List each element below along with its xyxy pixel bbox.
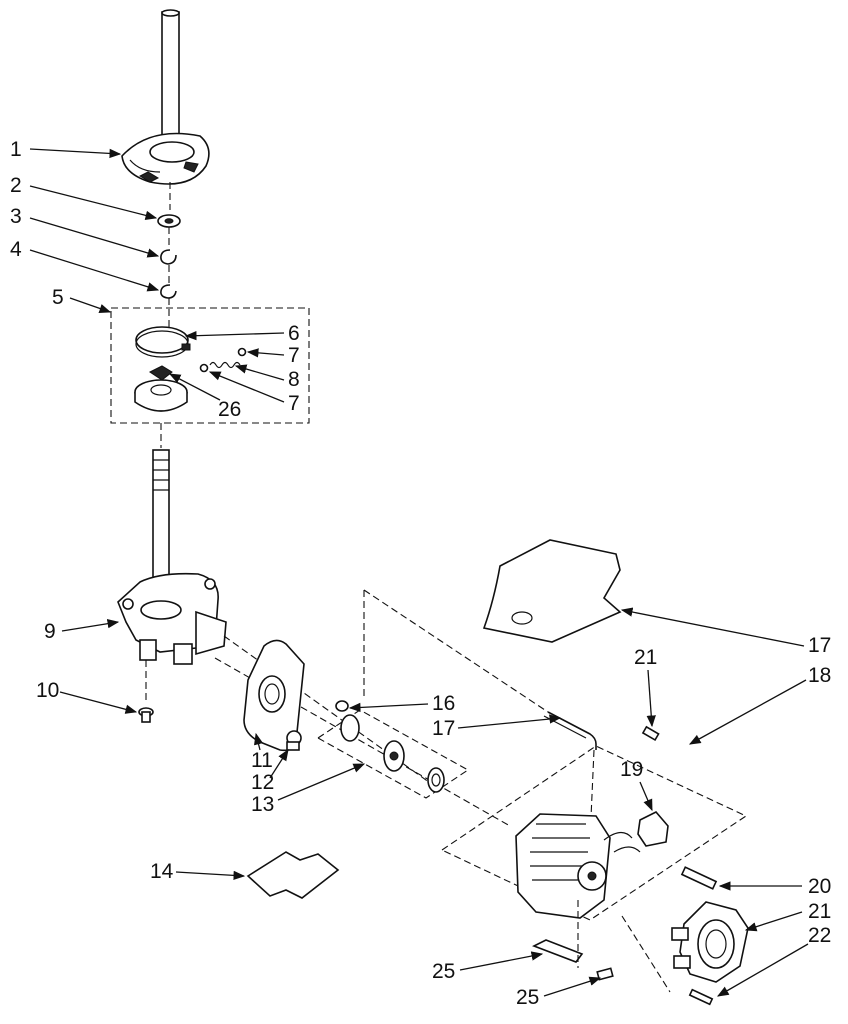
part-16-nut	[335, 700, 349, 712]
part-5-clutch-kit-box	[110, 307, 310, 424]
part-3-retaining-ring	[160, 249, 177, 265]
callout-22: 21	[744, 900, 831, 932]
part-10-screw	[138, 707, 154, 723]
callouts: 1 2 3 4 5 6 7 8	[10, 138, 831, 1009]
callout-25-lower: 25	[516, 976, 602, 1009]
callout-11: 11	[251, 732, 273, 772]
part-11-mounting-plate	[243, 639, 305, 752]
part-8-spring	[199, 347, 247, 373]
callout-17-lower: 25	[432, 951, 544, 983]
part-26-clutch-drum	[134, 365, 188, 412]
part-1-drive-cam	[121, 9, 210, 185]
callout-21-upper: 20	[718, 875, 831, 898]
part-12-screw	[286, 730, 302, 751]
callout-21-lower: 22	[716, 924, 831, 997]
callout-7-lower-label: 7	[288, 392, 300, 415]
callout-19-label: 18	[808, 664, 831, 687]
callout-14-label: 14	[150, 860, 174, 883]
callout-16: 16	[348, 692, 455, 715]
callout-6-label: 6	[288, 322, 300, 345]
part-4-clip	[160, 284, 177, 299]
callout-18: 17	[620, 607, 831, 657]
callout-9-label: 9	[44, 620, 56, 643]
callout-12-label: 12	[251, 771, 274, 794]
callout-14: 14	[150, 860, 246, 883]
callout-25-lower-label: 25	[516, 986, 539, 1009]
callout-5-label: 5	[52, 286, 64, 309]
callout-8: 8	[234, 364, 300, 391]
callout-16-label: 16	[432, 692, 455, 715]
part-17-bracket	[532, 939, 584, 963]
callout-7-upper: 7	[246, 344, 300, 367]
part-19-motor-box	[440, 745, 748, 921]
callout-17-upper-label: 17	[432, 717, 455, 740]
callout-2: 2	[10, 174, 158, 220]
callout-4: 4	[10, 238, 160, 292]
part-2-washer	[157, 214, 181, 228]
callout-25-upper: 21	[634, 646, 657, 728]
callout-21-upper-label: 20	[808, 875, 831, 898]
callout-2-label: 2	[10, 174, 22, 197]
callout-18-label: 17	[808, 634, 831, 657]
part-22-cap	[671, 901, 749, 983]
part-6-clutch-band	[135, 326, 191, 358]
callout-17-upper: 17	[432, 714, 562, 740]
callout-11-label: 11	[251, 749, 273, 772]
callout-7-lower: 7	[208, 371, 300, 415]
callout-12: 12	[251, 749, 289, 794]
callout-20-label: 19	[620, 758, 643, 781]
callout-17-lower-label: 25	[432, 960, 455, 983]
callout-10-label: 10	[36, 679, 59, 702]
callout-3: 3	[10, 205, 160, 258]
parts-drawing	[110, 9, 749, 1006]
callout-13: 13	[251, 763, 366, 816]
part-21-pin-upper	[680, 866, 718, 890]
callout-19: 18	[688, 664, 831, 745]
callout-10: 10	[36, 679, 138, 714]
part-9-gearcase	[117, 449, 227, 665]
part-20-switch	[637, 811, 669, 847]
part-18-motor-shield	[482, 539, 622, 643]
callout-20: 19	[620, 758, 653, 812]
part-motor	[515, 813, 641, 919]
callout-3-label: 3	[10, 205, 22, 228]
callout-1: 1	[10, 138, 122, 161]
callout-7-upper-label: 7	[288, 344, 300, 367]
callout-26-label: 26	[218, 398, 241, 421]
callout-22-label: 21	[808, 900, 831, 923]
callout-26: 26	[168, 373, 241, 421]
callout-21-lower-label: 22	[808, 924, 831, 947]
part-13-coupling	[340, 714, 445, 793]
callout-4-label: 4	[10, 238, 22, 261]
callout-25-upper-label: 21	[634, 646, 657, 669]
callout-1-label: 1	[10, 138, 22, 161]
part-21-pin-lower	[688, 988, 714, 1006]
callout-13-label: 13	[251, 793, 274, 816]
part-17-rod	[543, 711, 597, 750]
part-25-screw-upper	[641, 725, 660, 742]
callout-6: 6	[184, 322, 300, 345]
part-14-gasket	[246, 851, 340, 899]
callout-9: 9	[44, 619, 120, 643]
callout-8-label: 8	[288, 368, 300, 391]
callout-5: 5	[52, 286, 112, 313]
